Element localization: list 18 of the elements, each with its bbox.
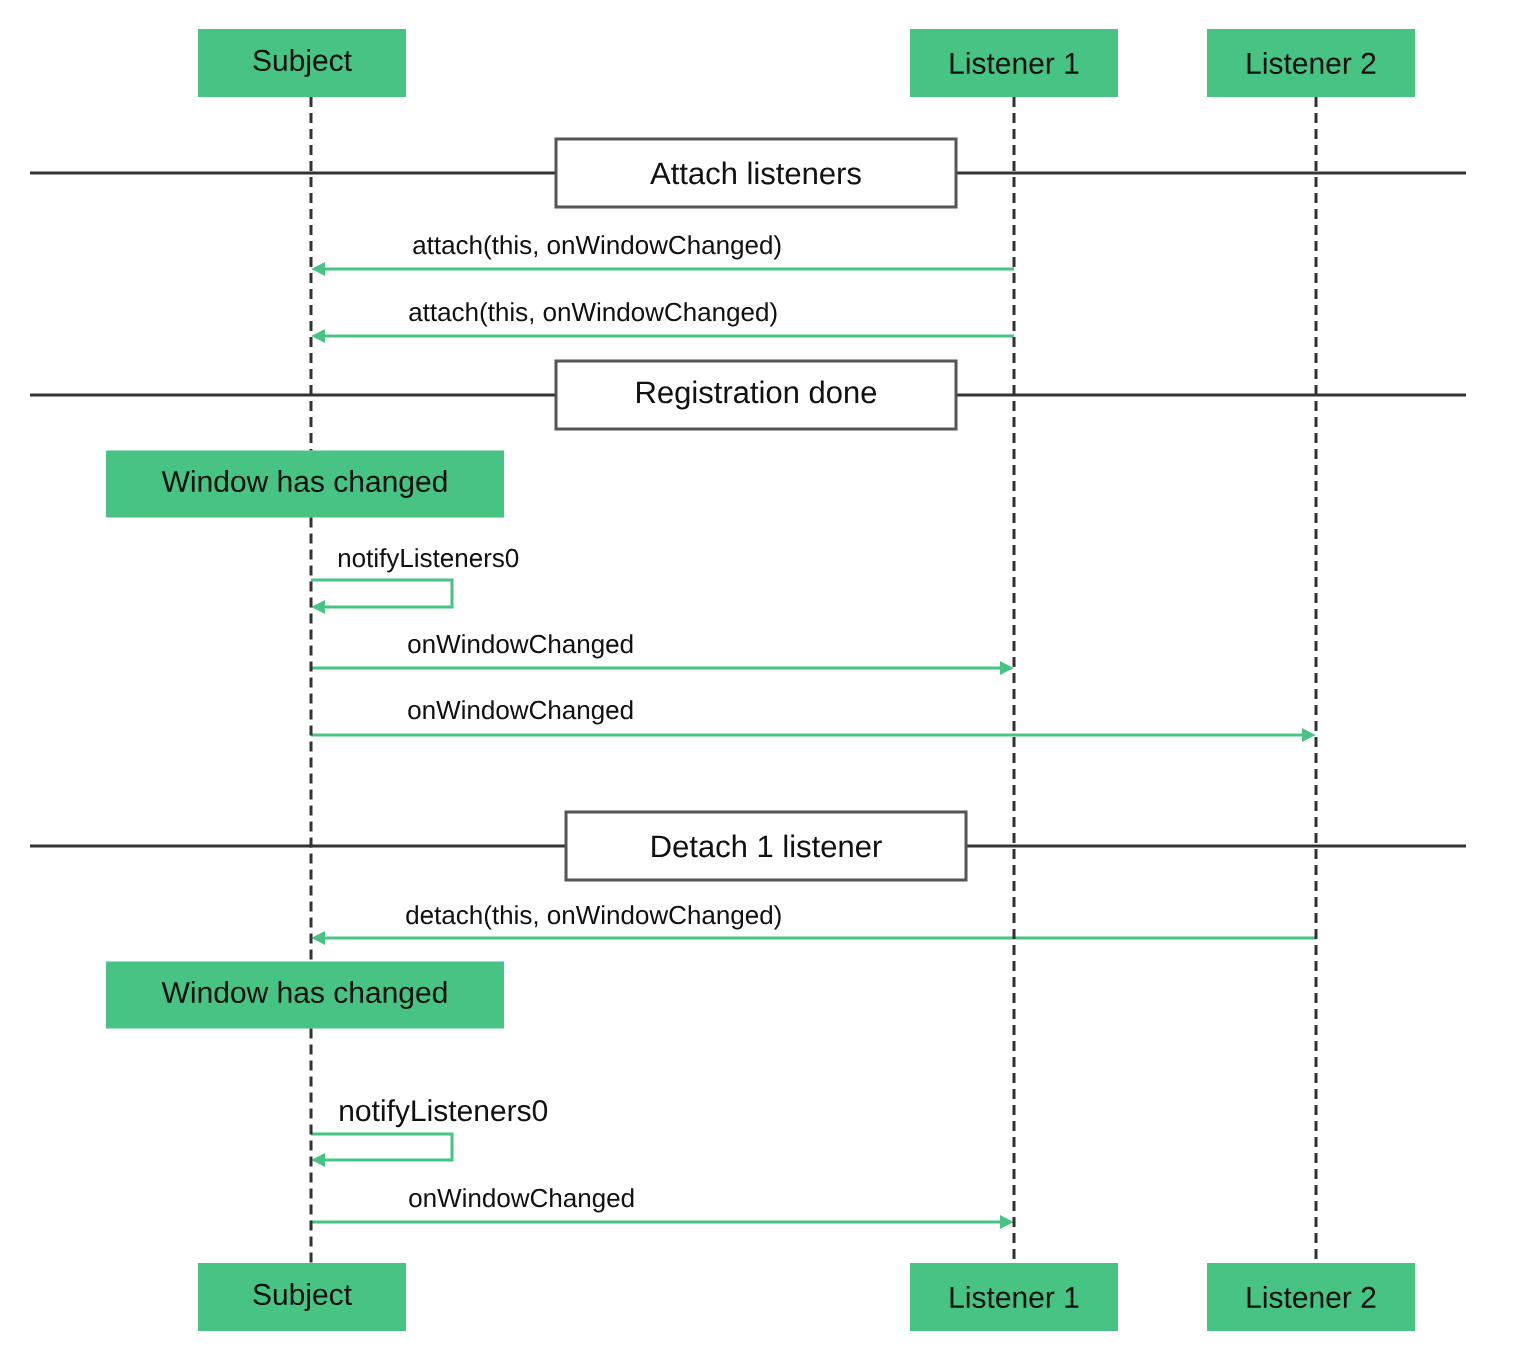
edge-label: attach(this, onWindowChanged) [411,234,784,261]
edge-label: onWindowChanged [406,699,636,726]
edge-label: notifyListeners0 [337,1098,550,1129]
edge-label: detach(this, onWindowChanged) [404,904,784,931]
edge-label: attach(this, onWindowChanged) [407,301,780,328]
participant-box: Listener 1 [910,29,1118,97]
participant-box: Listener 1 [910,1263,1118,1331]
edge-label: onWindowChanged [406,633,636,660]
event-box: Window has changed [106,961,504,1029]
self-message-arrow [311,578,454,614]
edge-label: onWindowChanged [407,1187,637,1214]
participant-box: Listener 2 [1207,29,1415,97]
self-message-arrow [311,1132,454,1167]
participant-box: Subject [198,29,406,97]
event-box: Window has changed [106,450,504,518]
participant-box: Listener 2 [1207,1263,1415,1331]
edge-label: notifyListeners0 [336,547,521,574]
participant-box: Subject [198,1263,406,1331]
